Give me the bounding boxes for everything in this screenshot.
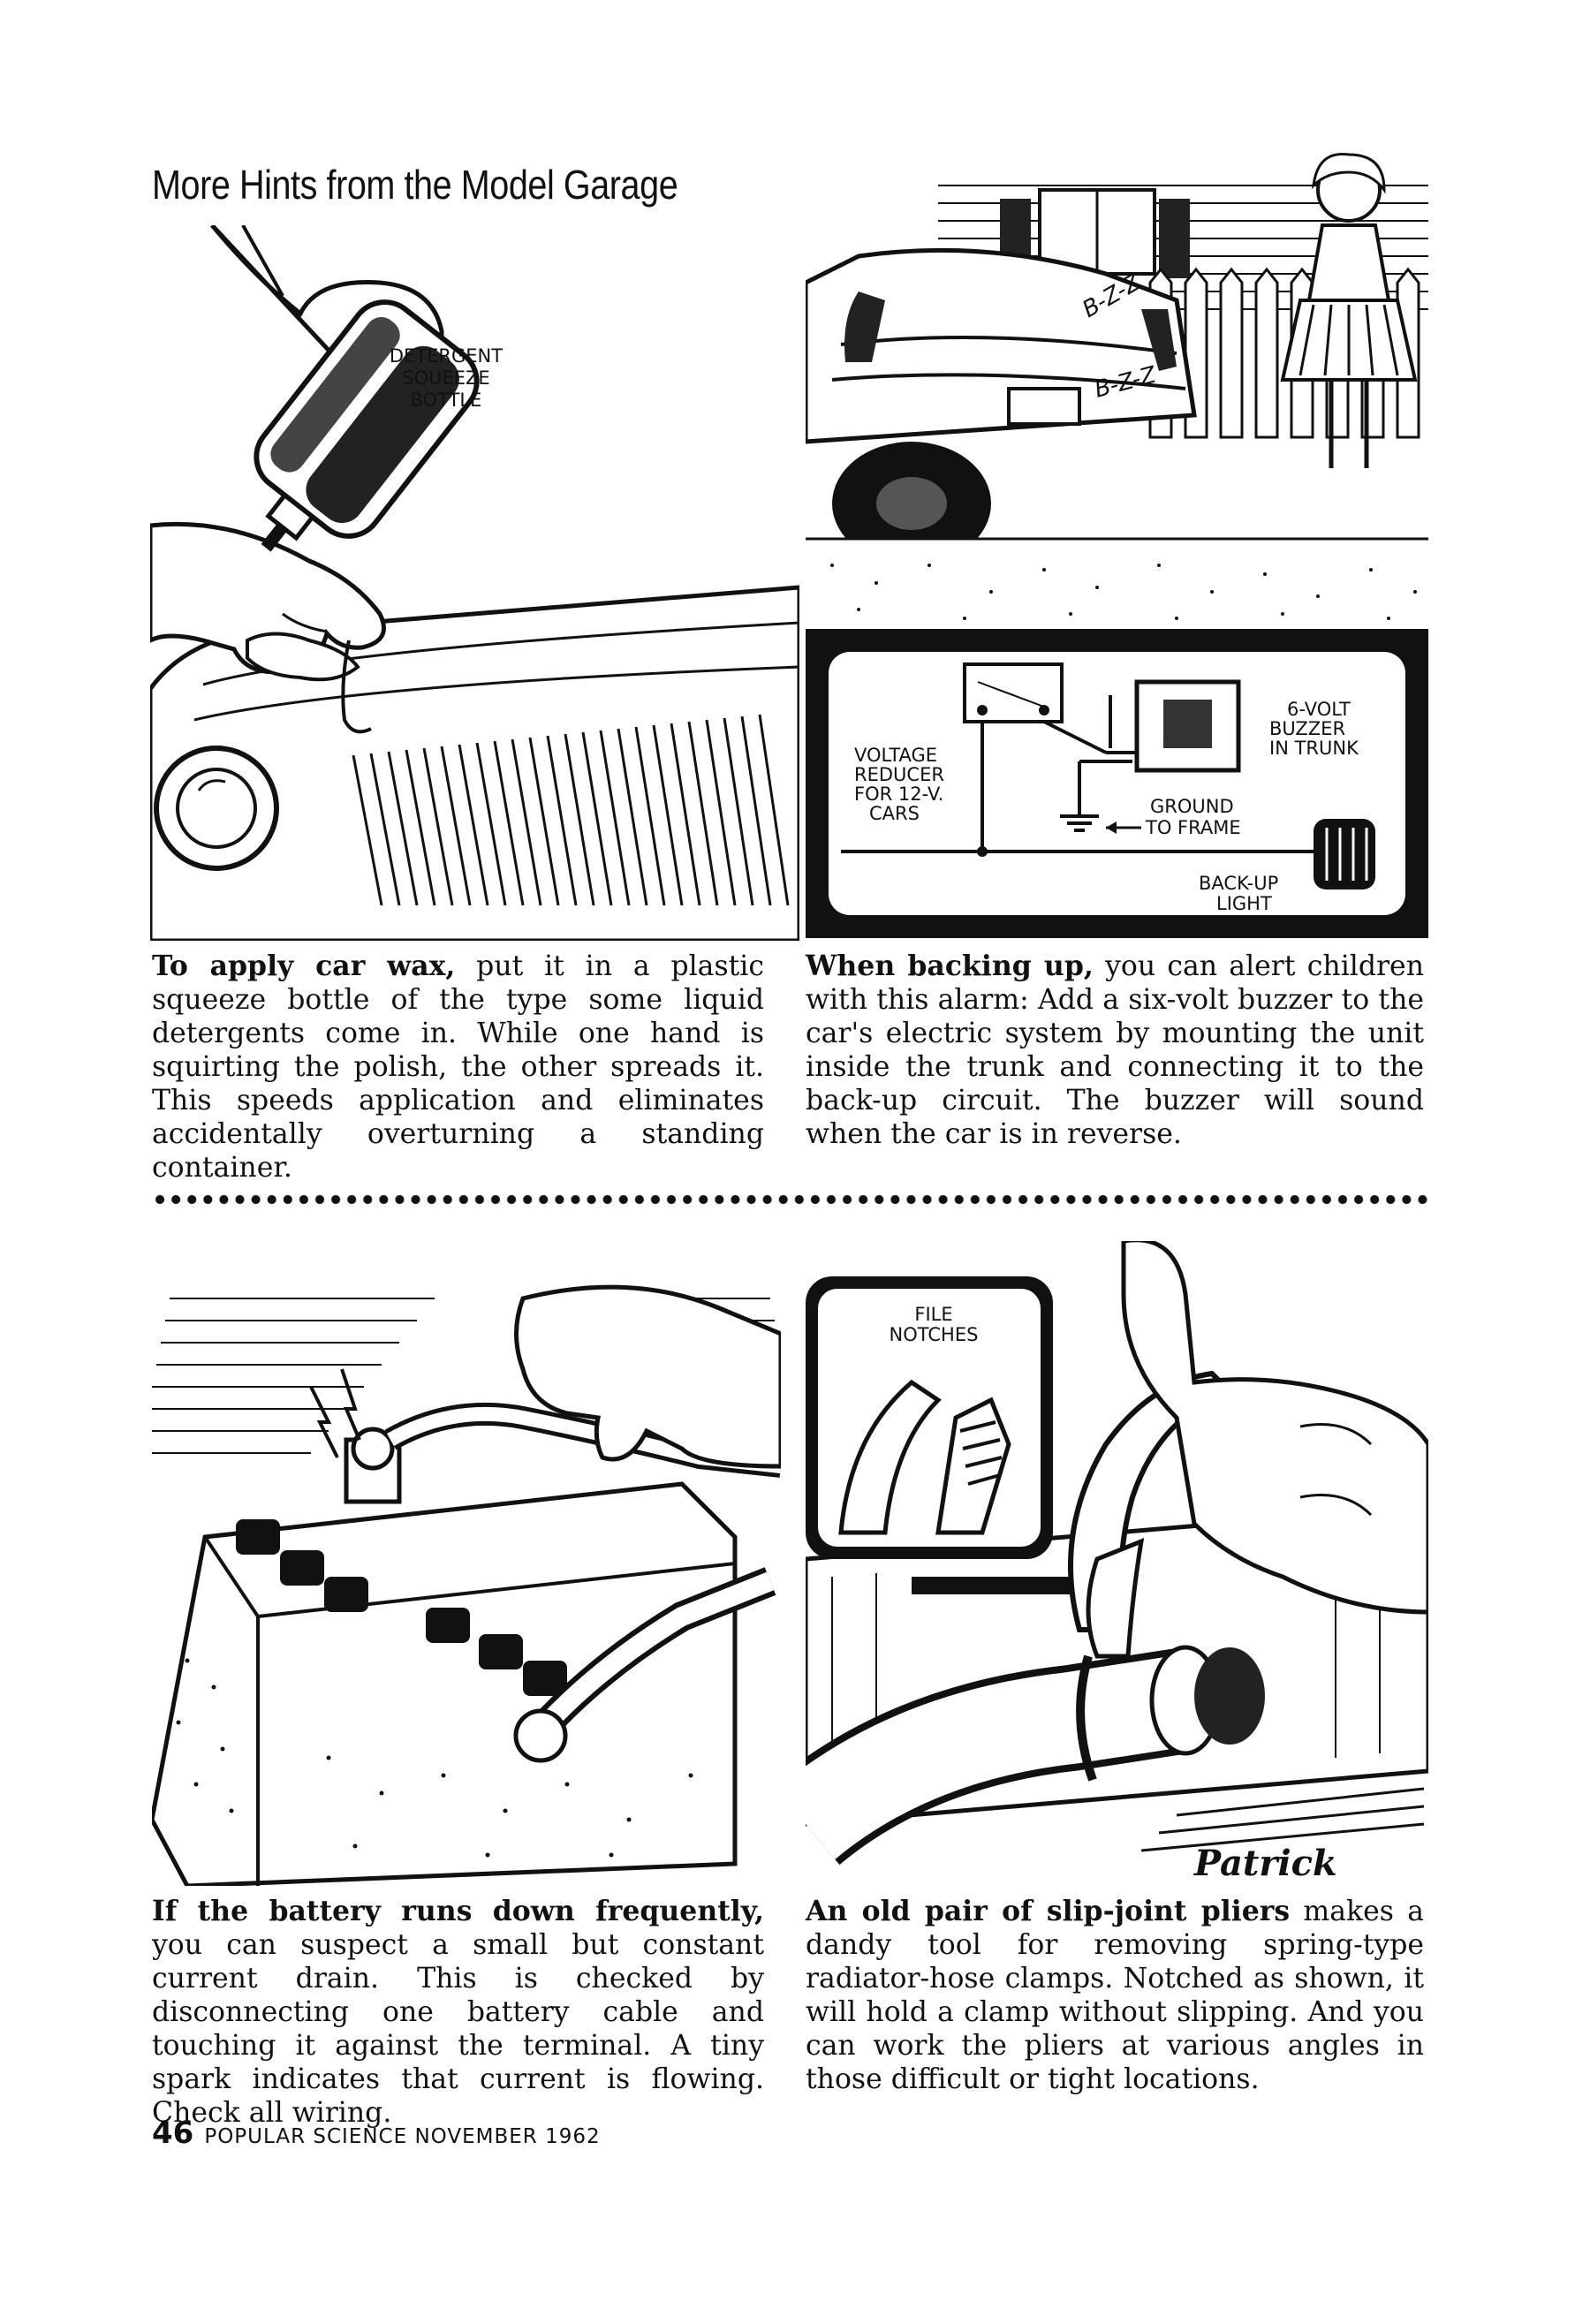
buzzer-label-line3: IN TRUNK bbox=[1269, 738, 1359, 759]
file-notches-label-line2: NOTCHES bbox=[890, 1324, 979, 1345]
pliers-radiator-illustration: FILE NOTCHES Patrick bbox=[806, 1241, 1428, 1890]
wax-caption: To apply car wax, put it in a plastic sq… bbox=[152, 950, 764, 1185]
buzzer-wiring-diagram: VOLTAGE REDUCER FOR 12-V. CARS 6-VOLT BU… bbox=[806, 629, 1428, 938]
reducer-label-line4: CARS bbox=[869, 803, 920, 824]
file-notches-label-line1: FILE bbox=[914, 1304, 952, 1325]
pliers-caption-lead: An old pair of slip-joint pliers bbox=[806, 1895, 1291, 1927]
publication-line: POPULAR SCIENCE NOVEMBER 1962 bbox=[204, 2125, 601, 2148]
pliers-caption-body: makes a dandy tool for removing spring-t… bbox=[806, 1896, 1424, 2095]
page-heading: More Hints from the Model Garage bbox=[152, 162, 678, 208]
backing-up-caption-lead: When backing up, bbox=[806, 950, 1094, 982]
ground-label-line1: GROUND bbox=[1150, 796, 1234, 817]
reducer-label-line3: FOR 12-V. bbox=[854, 783, 943, 805]
backing-up-caption: When backing up, you can alert children … bbox=[806, 950, 1424, 1151]
wax-caption-lead: To apply car wax, bbox=[152, 950, 456, 982]
reducer-label-line2: REDUCER bbox=[854, 764, 944, 785]
light-label-line1: BACK-UP bbox=[1199, 873, 1278, 894]
ground-label-line2: TO FRAME bbox=[1145, 817, 1241, 838]
wax-caption-body: put it in a plastic squeeze bottle of th… bbox=[152, 950, 765, 1184]
backing-up-scene-illustration: B-Z-Z B-Z-Z bbox=[806, 150, 1428, 632]
page-number: 46 bbox=[152, 2116, 194, 2151]
artist-signature: Patrick bbox=[1193, 1843, 1337, 1884]
backing-up-caption-body: you can alert children with this alarm: … bbox=[806, 950, 1424, 1150]
battery-caption-body: you can suspect a small but constant cur… bbox=[152, 1929, 764, 2129]
wax-bottle-illustration: DETERGENT SQUEEZE BOTTLE bbox=[150, 225, 799, 941]
light-label-line2: LIGHT bbox=[1216, 893, 1272, 914]
bottle-label-line3: BOTTLE bbox=[411, 390, 482, 411]
bottle-label-line1: DETERGENT bbox=[390, 345, 503, 367]
bottle-label-line2: SQUEEZE bbox=[402, 367, 489, 389]
battery-caption-lead: If the battery runs down frequently, bbox=[152, 1895, 764, 1927]
pliers-caption: An old pair of slip-joint pliers makes a… bbox=[806, 1895, 1424, 2096]
buzzer-label-line2: BUZZER bbox=[1269, 718, 1345, 739]
battery-caption: If the battery runs down frequently, you… bbox=[152, 1895, 764, 2130]
page-footer: 46 POPULAR SCIENCE NOVEMBER 1962 bbox=[152, 2116, 601, 2151]
dotted-divider bbox=[152, 1192, 1433, 1207]
reducer-label-line1: VOLTAGE bbox=[854, 745, 937, 766]
buzzer-label-line1: 6-VOLT bbox=[1287, 699, 1351, 720]
battery-illustration bbox=[152, 1245, 781, 1886]
